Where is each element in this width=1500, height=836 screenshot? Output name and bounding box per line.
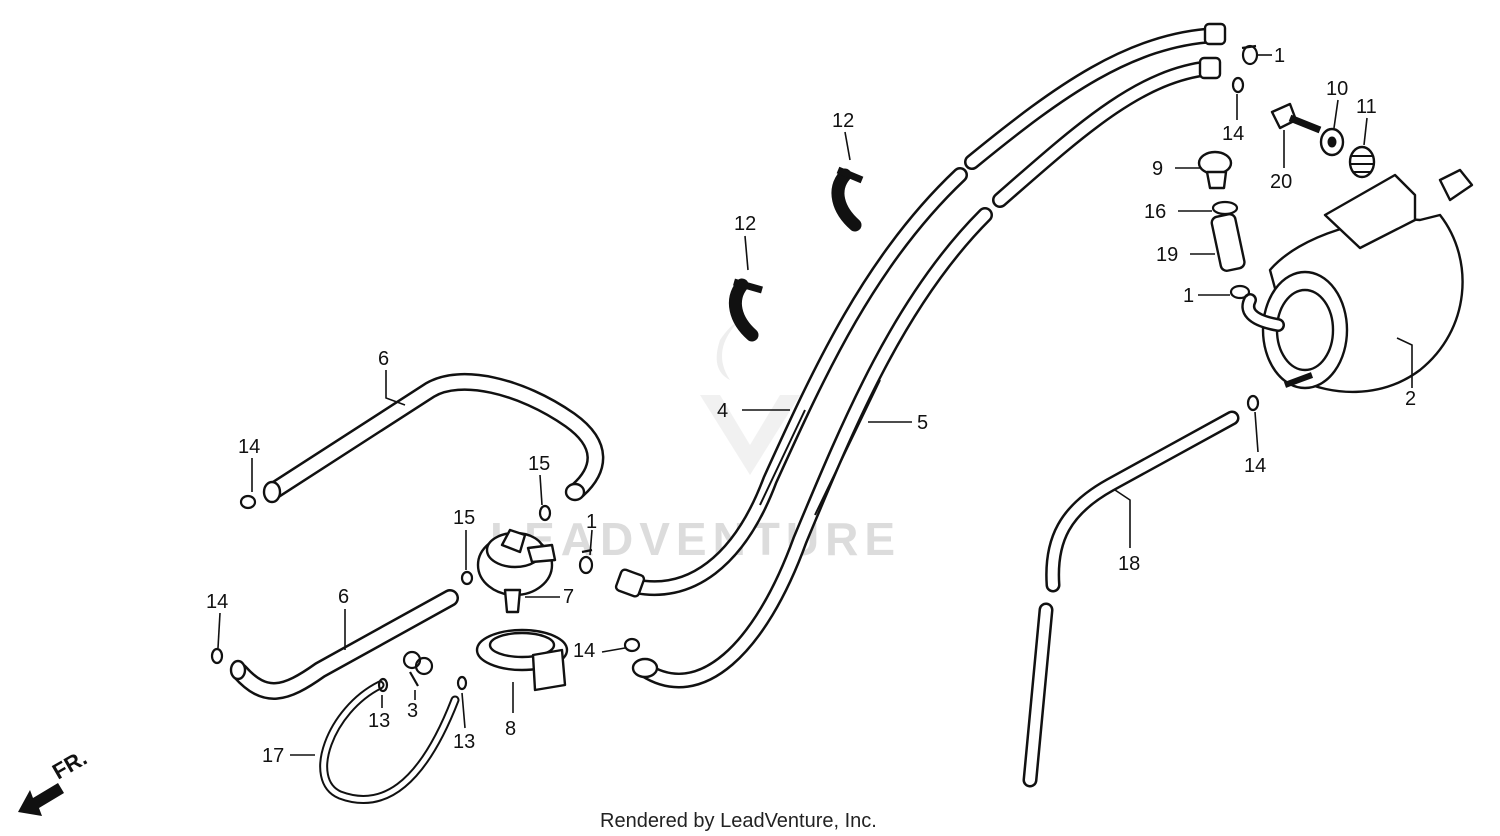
grommet-11 bbox=[1348, 145, 1376, 179]
clip-13-right bbox=[456, 675, 468, 691]
callout-19: 19 bbox=[1156, 244, 1178, 266]
valve-7 bbox=[476, 528, 557, 614]
protector-12-lower bbox=[728, 278, 763, 342]
callout-20: 20 bbox=[1270, 171, 1292, 193]
clip-1-top bbox=[1241, 44, 1259, 66]
protector-12-upper bbox=[831, 166, 864, 232]
callout-15-lower: 15 bbox=[453, 507, 475, 529]
canister-2 bbox=[1241, 168, 1474, 394]
callout-1-mid: 1 bbox=[586, 511, 597, 533]
callout-14-right: 14 bbox=[1244, 455, 1266, 477]
clip-14-top bbox=[1231, 76, 1245, 94]
callout-11: 11 bbox=[1356, 96, 1377, 118]
callout-14-left-upper: 14 bbox=[238, 436, 260, 458]
front-direction: FR. bbox=[18, 745, 91, 816]
callout-13-left: 13 bbox=[368, 710, 390, 732]
callout-14-left-lower: 14 bbox=[206, 591, 228, 613]
clip-14-mid bbox=[623, 637, 641, 653]
callout-3: 3 bbox=[407, 700, 418, 722]
front-arrow-icon bbox=[18, 783, 64, 816]
callout-14-top: 14 bbox=[1222, 123, 1244, 145]
clip-1-right bbox=[1229, 284, 1251, 300]
callout-8: 8 bbox=[505, 718, 516, 740]
bolt-20 bbox=[1270, 102, 1322, 134]
watermark-text: LEADVENTURE bbox=[490, 513, 901, 565]
callout-16: 16 bbox=[1144, 201, 1166, 223]
callout-9: 9 bbox=[1152, 158, 1163, 180]
hose-19 bbox=[1210, 213, 1246, 272]
clip-14-left-lower bbox=[210, 647, 224, 665]
callout-1-right: 1 bbox=[1183, 285, 1194, 307]
hose-4 bbox=[614, 22, 1227, 598]
hose-17 bbox=[319, 680, 460, 804]
leader-lines bbox=[217, 54, 1413, 756]
hose-18 bbox=[1022, 410, 1240, 788]
callout-6-upper: 6 bbox=[378, 348, 389, 370]
washer-10 bbox=[1319, 127, 1345, 157]
hose-6-upper bbox=[262, 372, 605, 504]
watermark-logo-icon bbox=[700, 320, 800, 475]
clip-15-upper bbox=[538, 504, 552, 522]
front-label: FR. bbox=[48, 745, 91, 784]
callouts: 1 1 1 2 3 4 5 6 6 7 8 9 10 11 12 12 13 1… bbox=[206, 45, 1416, 767]
clip-16 bbox=[1211, 200, 1239, 216]
callout-7: 7 bbox=[563, 586, 574, 608]
clamp-8 bbox=[475, 628, 569, 692]
clip-14-left-upper bbox=[239, 494, 257, 510]
callout-12-upper: 12 bbox=[832, 110, 854, 132]
watermark: LEADVENTURE bbox=[490, 320, 901, 565]
callout-17: 17 bbox=[262, 745, 284, 767]
clip-13-left bbox=[377, 677, 389, 693]
clip-15-lower bbox=[460, 570, 474, 586]
hose-5 bbox=[631, 56, 1222, 689]
footer-text: Rendered by LeadVenture, Inc. bbox=[600, 810, 877, 832]
callout-10: 10 bbox=[1326, 78, 1348, 100]
callout-5: 5 bbox=[917, 412, 928, 434]
callout-1-top: 1 bbox=[1274, 45, 1285, 67]
clamp-3 bbox=[402, 650, 434, 687]
callout-14-mid: 14 bbox=[573, 640, 595, 662]
callout-13-right: 13 bbox=[453, 731, 475, 753]
callout-2: 2 bbox=[1405, 388, 1416, 410]
clip-14-right bbox=[1246, 394, 1260, 412]
callout-6-lower: 6 bbox=[338, 586, 349, 608]
fitting-9 bbox=[1197, 150, 1233, 190]
callout-12-lower: 12 bbox=[734, 213, 756, 235]
callout-18: 18 bbox=[1118, 553, 1140, 575]
callout-4: 4 bbox=[717, 400, 728, 422]
callout-15-upper: 15 bbox=[528, 453, 550, 475]
hose-6-lower bbox=[229, 589, 459, 700]
